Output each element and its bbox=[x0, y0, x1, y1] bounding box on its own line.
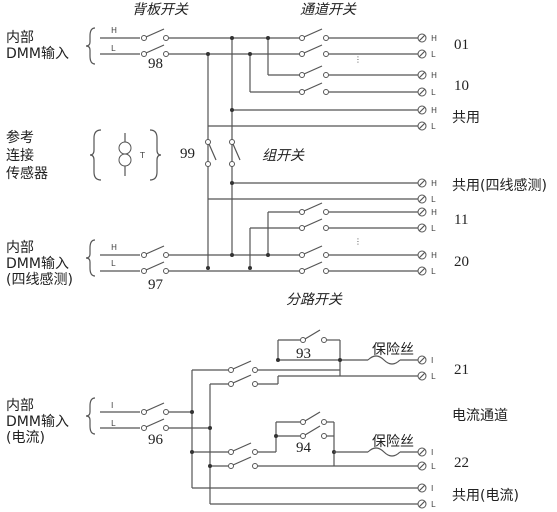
svg-text:I: I bbox=[431, 484, 433, 493]
svg-text:L: L bbox=[431, 372, 436, 381]
group-switch-label: 组开关 bbox=[262, 148, 304, 164]
svg-text:L: L bbox=[111, 419, 116, 428]
dmm-current-label-2: DMM输入 bbox=[6, 414, 69, 430]
svg-text:L: L bbox=[431, 500, 436, 509]
switch-ch01 bbox=[299, 28, 329, 57]
svg-text:L: L bbox=[431, 462, 436, 471]
terminal-20 bbox=[417, 250, 427, 276]
svg-text:L: L bbox=[431, 195, 436, 204]
switch-93 bbox=[300, 329, 327, 343]
switch-99-label: 99 bbox=[180, 146, 195, 162]
svg-text:L: L bbox=[111, 44, 116, 53]
common-label: 共用 bbox=[452, 110, 480, 126]
backplane-switch-label: 背板开关 bbox=[132, 2, 188, 18]
svg-text:⋮: ⋮ bbox=[354, 55, 362, 64]
channel-20-label: 20 bbox=[454, 254, 469, 270]
svg-text:L: L bbox=[111, 259, 116, 268]
switch-ch11 bbox=[299, 202, 329, 231]
terminal-01 bbox=[417, 33, 427, 59]
svg-text:⋮: ⋮ bbox=[354, 237, 362, 246]
reference-sensor: T bbox=[89, 129, 162, 181]
switch-ch21 bbox=[228, 360, 258, 387]
svg-text:L: L bbox=[431, 267, 436, 276]
terminal-22 bbox=[417, 447, 427, 471]
channel-10-label: 10 bbox=[454, 78, 469, 94]
fuse-1-label: 保险丝 bbox=[372, 342, 414, 358]
dmm-4w-bracket bbox=[85, 239, 96, 277]
svg-text:H: H bbox=[431, 179, 437, 188]
switch-97 bbox=[141, 245, 169, 274]
fuse-1 bbox=[367, 355, 401, 365]
switch-98-label: 98 bbox=[148, 56, 163, 72]
switch-ch22 bbox=[228, 442, 258, 469]
fuse-2 bbox=[367, 447, 401, 457]
switch-ch10 bbox=[299, 65, 329, 95]
dmm-4w-label-2: DMM输入 bbox=[6, 256, 69, 272]
svg-text:L: L bbox=[431, 88, 436, 97]
dmm-4w-label-1: 内部 bbox=[6, 240, 34, 256]
terminal-11 bbox=[417, 207, 427, 233]
dmm-current-label-3: (电流) bbox=[6, 430, 45, 446]
terminal-common-4w bbox=[417, 178, 427, 204]
switch-98 bbox=[141, 28, 169, 57]
dmm-input-label-1: 内部 bbox=[6, 30, 34, 46]
dmm-input-label-2: DMM输入 bbox=[6, 46, 69, 62]
common-current-label: 共用(电流) bbox=[452, 488, 519, 504]
switch-93-label: 93 bbox=[296, 346, 311, 362]
common-4w-label: 共用(四线感测) bbox=[452, 178, 547, 194]
dmm-current-label-1: 内部 bbox=[6, 398, 34, 414]
terminal-common-current bbox=[417, 483, 427, 509]
terminal-common bbox=[417, 105, 427, 131]
channel-11-label: 11 bbox=[454, 212, 469, 228]
svg-text:L: L bbox=[431, 50, 436, 59]
svg-text:L: L bbox=[431, 122, 436, 131]
switch-ch20 bbox=[299, 245, 329, 274]
svg-text:H: H bbox=[111, 243, 117, 252]
svg-text:H: H bbox=[431, 251, 437, 260]
terminal-21 bbox=[417, 355, 427, 381]
switch-94-label: 94 bbox=[296, 440, 311, 456]
svg-text:H: H bbox=[111, 26, 117, 35]
channel-switch-label: 通道开关 bbox=[300, 2, 356, 18]
channel-01-label: 01 bbox=[454, 37, 469, 53]
switch-97-label: 97 bbox=[148, 277, 163, 293]
ref-sensor-label-1: 参考 bbox=[6, 130, 34, 146]
svg-text:I: I bbox=[431, 356, 433, 365]
switch-99 bbox=[205, 139, 241, 167]
ref-sensor-label-3: 传感器 bbox=[6, 166, 48, 182]
fuse-2-label: 保险丝 bbox=[372, 434, 414, 450]
svg-text:L: L bbox=[431, 224, 436, 233]
dmm-current-bracket bbox=[85, 397, 96, 435]
svg-text:H: H bbox=[431, 208, 437, 217]
dmm-4w-label-3: (四线感测) bbox=[6, 272, 73, 288]
branch-switch-label: 分路开关 bbox=[286, 292, 342, 308]
svg-text:I: I bbox=[431, 448, 433, 457]
switch-94 bbox=[300, 411, 327, 439]
ref-sensor-label-2: 连接 bbox=[6, 148, 34, 164]
switch-96-label: 96 bbox=[148, 432, 163, 448]
channel-21-label: 21 bbox=[454, 362, 469, 378]
switch-96 bbox=[141, 402, 169, 431]
svg-text:H: H bbox=[431, 34, 437, 43]
svg-text:H: H bbox=[431, 106, 437, 115]
current-channel-label: 电流通道 bbox=[452, 408, 508, 424]
svg-text:T: T bbox=[139, 151, 145, 160]
channel-22-label: 22 bbox=[454, 455, 469, 471]
svg-text:H: H bbox=[431, 71, 437, 80]
svg-text:I: I bbox=[111, 401, 113, 410]
dmm-input-bracket bbox=[85, 27, 96, 65]
terminal-10 bbox=[417, 70, 427, 97]
